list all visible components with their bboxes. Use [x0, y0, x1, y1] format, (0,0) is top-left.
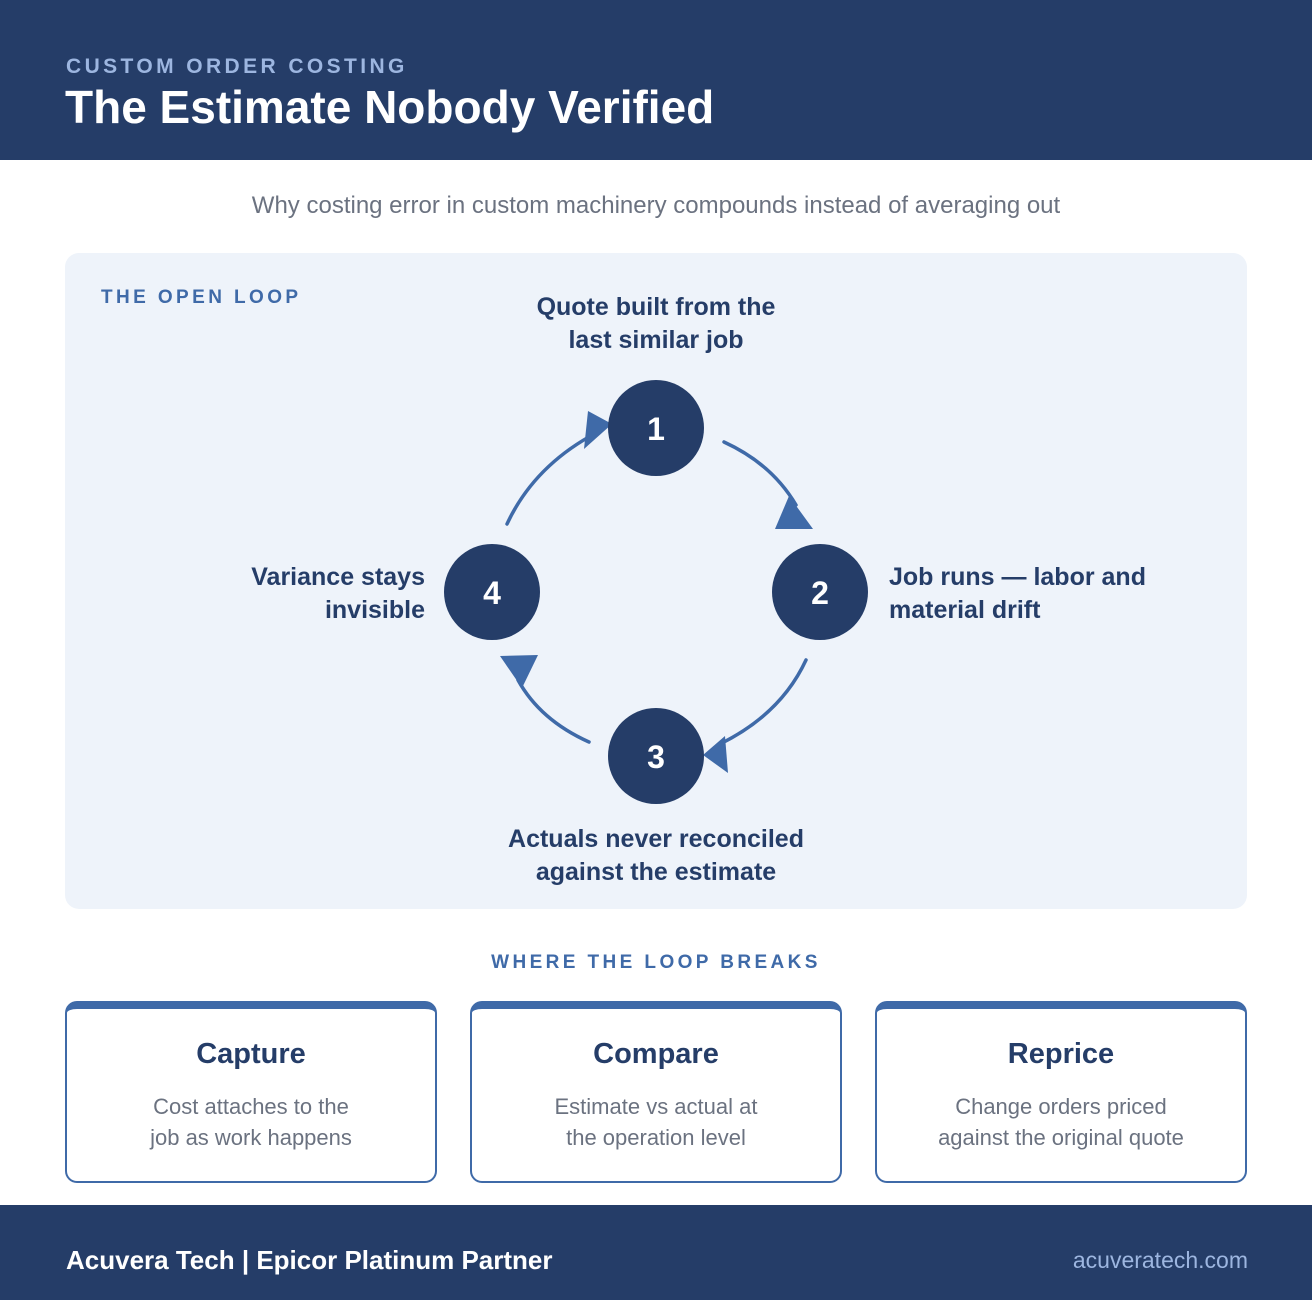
open-loop-label: THE OPEN LOOP	[101, 287, 302, 308]
arrow-2-to-3	[718, 658, 808, 746]
step-4-circle	[444, 544, 540, 640]
loop-step-2: 2	[772, 544, 868, 640]
footer-url: acuveratech.com	[1072, 1247, 1248, 1273]
step-2-circle	[772, 544, 868, 640]
page-subtitle: Why costing error in custom machinery co…	[251, 192, 1061, 219]
arrow-1-to-2	[722, 440, 798, 507]
card-capture-title: Capture	[196, 1038, 306, 1070]
footer-bar: Acuvera Tech | Epicor Platinum Partner a…	[0, 1205, 1312, 1300]
arrowhead-3-to-4	[500, 655, 538, 688]
step-2-number: 2	[811, 575, 829, 611]
card-compare-title: Compare	[593, 1038, 719, 1070]
page-title: The Estimate Nobody Verified	[65, 81, 715, 133]
footer-brand: Acuvera Tech | Epicor Platinum Partner	[66, 1245, 553, 1275]
card-reprice-title: Reprice	[1007, 1038, 1115, 1070]
step-3-circle	[608, 708, 704, 804]
step-1-circle	[608, 380, 704, 476]
header-eyebrow: CUSTOM ORDER COSTING	[66, 55, 408, 78]
loop-arrows	[500, 411, 813, 773]
loop-step-1: 1	[608, 380, 704, 476]
arrowhead-4-to-1	[584, 411, 612, 449]
arrowhead-1-to-2	[775, 496, 813, 529]
loop-breaks-label: WHERE THE LOOP BREAKS	[491, 952, 821, 973]
step-4-number: 4	[483, 575, 501, 611]
loop-step-3: 3	[608, 708, 704, 804]
step-3-number: 3	[647, 739, 665, 775]
arrow-4-to-1	[505, 431, 598, 526]
arrow-3-to-4	[516, 678, 591, 744]
header-banner: CUSTOM ORDER COSTING The Estimate Nobody…	[0, 0, 1312, 160]
step-1-number: 1	[647, 411, 665, 447]
arrowhead-2-to-3	[703, 736, 728, 773]
loop-step-4: 4	[444, 544, 540, 640]
